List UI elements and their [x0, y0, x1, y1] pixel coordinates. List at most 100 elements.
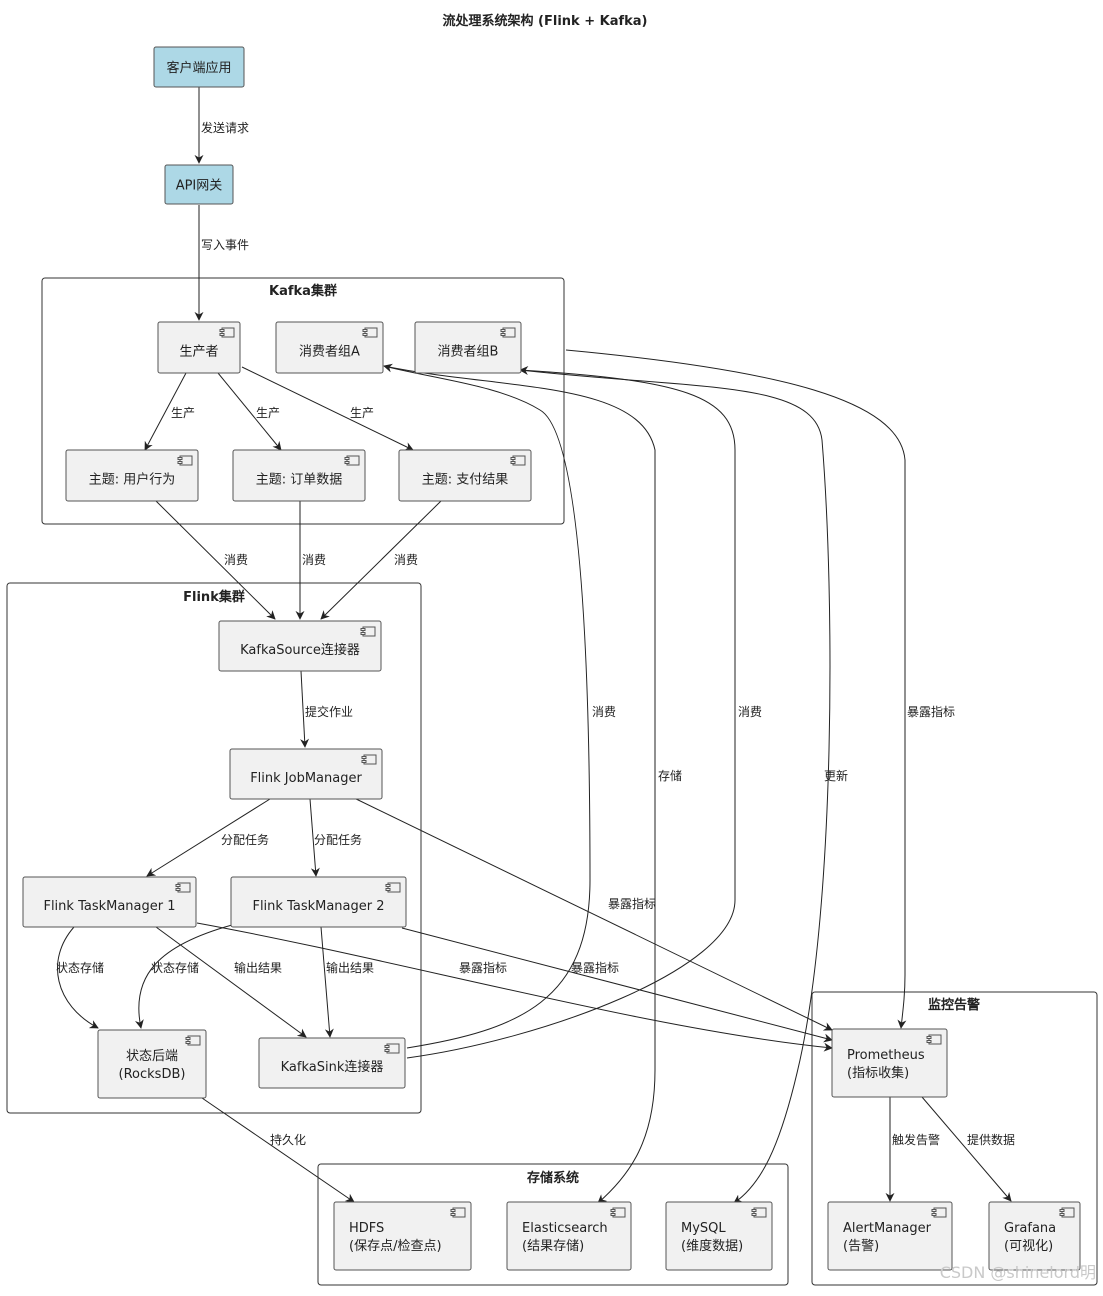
flink-cluster: Flink集群 — [6, 582, 422, 1114]
node-es: Elasticsearch (结果存储) — [506, 1201, 632, 1271]
edge-label-cga-es: 存储 — [658, 768, 682, 783]
node-kafka-sink: KafkaSink连接器 — [258, 1037, 406, 1089]
edge-tm2-sink — [320, 926, 334, 1038]
node-topic-pay: 主题: 支付结果 — [398, 449, 532, 502]
node-box — [506, 1201, 632, 1271]
node-alertmanager: AlertManager (告警) — [827, 1201, 953, 1271]
edge-label-cgb-prom: 暴露指标 — [907, 704, 955, 719]
edge-label-jm-tm1: 分配任务 — [221, 832, 269, 847]
edge-jm-prom — [351, 796, 833, 1031]
edge-tm1-prom — [196, 922, 833, 1052]
node-label: 主题: 支付结果 — [422, 473, 509, 488]
edge-label-sink-cga: 消费 — [592, 705, 616, 719]
edge-producer-user — [144, 372, 187, 451]
node-label: (维度数据) — [681, 1238, 743, 1254]
edge-label-tm2-sink: 输出结果 — [326, 960, 374, 975]
node-label: 生产者 — [179, 345, 218, 360]
node-client: 客户端应用 — [153, 46, 245, 88]
edge-label-jm-prom: 暴露指标 — [608, 896, 656, 911]
edge-label-pay-source: 消费 — [394, 553, 418, 567]
edge-label-sink-cgb: 消费 — [738, 705, 762, 719]
node-box — [258, 1037, 406, 1089]
node-label: (告警) — [843, 1238, 879, 1254]
edge-label-tm2-state: 状态存储 — [151, 960, 199, 975]
edge-prom-grafana — [921, 1096, 1012, 1202]
edge-label-state-hdfs: 持久化 — [270, 1132, 306, 1147]
node-box — [22, 876, 197, 928]
node-box — [65, 449, 199, 502]
edge-labels: 发送请求 写入事件 生产 生产 生产 消费 消费 消费 提交作业 分配任务 分配… — [56, 120, 1015, 1147]
node-topic-order: 主题: 订单数据 — [232, 449, 366, 502]
edges — [57, 87, 1012, 1204]
node-label: 消费者组A — [299, 345, 360, 360]
edge-label-order-source: 消费 — [302, 553, 326, 567]
node-box — [831, 1028, 948, 1098]
node-label: HDFS — [349, 1221, 384, 1236]
edge-cgb-mysql — [519, 369, 831, 1204]
edge-jm-tm2 — [309, 798, 320, 877]
node-label: AlertManager — [843, 1221, 932, 1236]
edge-label-tm1-sink: 输出结果 — [234, 960, 282, 975]
node-label: (可视化) — [1004, 1239, 1053, 1254]
node-box — [398, 449, 532, 502]
node-label: 客户端应用 — [166, 60, 231, 76]
node-box — [275, 321, 384, 374]
node-label: 主题: 用户行为 — [89, 472, 176, 488]
edge-tm1-sink — [155, 926, 307, 1038]
node-box — [218, 620, 382, 672]
node-gateway: API网关 — [164, 164, 234, 205]
edge-label-jm-tm2: 分配任务 — [314, 832, 362, 847]
node-label: Prometheus — [847, 1048, 925, 1063]
edge-label-client-gateway: 发送请求 — [201, 120, 249, 135]
node-grafana: Grafana (可视化) — [988, 1201, 1081, 1271]
node-label: KafkaSink连接器 — [281, 1059, 384, 1075]
node-label: Elasticsearch — [522, 1221, 608, 1236]
node-prometheus: Prometheus(指标收集) — [831, 1028, 948, 1098]
node-box — [827, 1201, 953, 1271]
node-mysql: MySQL (维度数据) — [665, 1201, 773, 1271]
edge-cga-es — [383, 365, 656, 1204]
edge-state-hdfs — [201, 1097, 355, 1203]
node-box — [153, 46, 245, 88]
edge-tm2-state — [134, 924, 233, 1029]
edge-producer-order — [217, 372, 282, 451]
node-label: (保存点/检查点) — [349, 1239, 442, 1254]
node-label: Flink JobManager — [250, 771, 362, 786]
node-box — [665, 1201, 773, 1271]
node-box — [333, 1201, 472, 1271]
edge-label-gateway-producer: 写入事件 — [201, 238, 249, 252]
node-label: (结果存储) — [522, 1239, 584, 1254]
edge-cgb-prom — [565, 349, 907, 1029]
edge-user-source — [155, 500, 276, 620]
edge-source-jm — [300, 670, 310, 748]
node-label: Grafana — [1004, 1221, 1056, 1236]
node-box — [414, 321, 522, 374]
node-label: 消费者组B — [438, 345, 499, 360]
edge-tm2-prom — [401, 927, 833, 1043]
edge-sink-cgb — [406, 366, 736, 1059]
storage-cluster-title: 存储系统 — [527, 1170, 579, 1186]
node-label: Flink TaskManager 2 — [252, 899, 384, 914]
node-hdfs: HDFS (保存点/检查点) — [333, 1201, 472, 1271]
node-box — [164, 164, 234, 205]
node-tm2: Flink TaskManager 2 — [230, 876, 407, 928]
node-box — [988, 1201, 1081, 1271]
node-label: (RocksDB) — [119, 1067, 186, 1082]
watermark: CSDN @shinelord明 — [940, 1263, 1096, 1282]
diagram-title: 流处理系统架构 (Flink + Kafka) — [443, 13, 648, 29]
edge-label-prom-grafana: 提供数据 — [967, 1132, 1015, 1147]
node-producer: 生产者 — [157, 321, 241, 374]
node-box — [229, 748, 383, 800]
node-box — [232, 449, 366, 502]
node-label: MySQL — [681, 1221, 726, 1236]
node-kafka-source: KafkaSource连接器 — [218, 620, 382, 672]
node-cg-b: 消费者组B — [414, 321, 522, 374]
edge-jm-tm1 — [146, 798, 271, 877]
node-label: KafkaSource连接器 — [240, 642, 360, 658]
edge-label-producer-order: 生产 — [256, 406, 280, 420]
edge-label-producer-user: 生产 — [171, 406, 195, 420]
node-topic-user: 主题: 用户行为 — [65, 449, 199, 502]
edge-label-tm1-prom: 暴露指标 — [459, 960, 507, 975]
edge-label-cgb-mysql: 更新 — [824, 768, 848, 783]
